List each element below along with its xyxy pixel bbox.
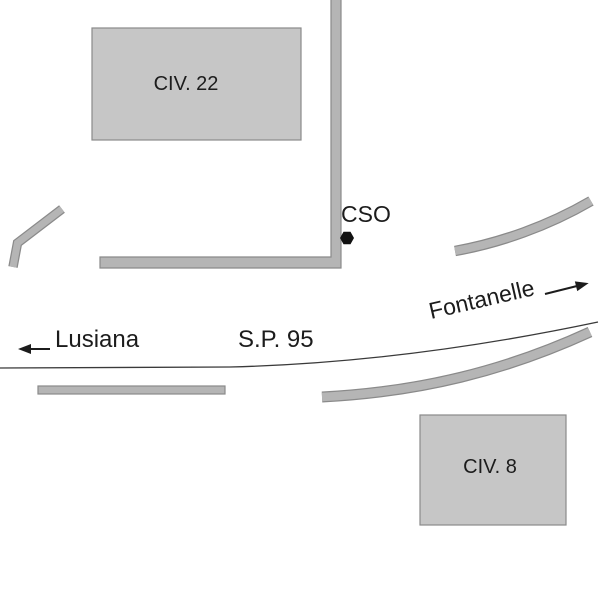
fontanelle-arrow-icon: [544, 281, 589, 295]
building-civ8: [419, 414, 567, 526]
road-curve-topright: [454, 196, 594, 257]
direction-lusiana-label: Lusiana: [55, 326, 140, 353]
cso-label: CSO: [341, 201, 391, 227]
road-segment-topleft-fill: [9, 206, 65, 268]
road-curve-topright-fill: [454, 197, 594, 255]
road-shoulder-right-outline: [321, 327, 593, 403]
road-shoulder-right-fill: [321, 328, 592, 402]
building-civ22-label: CIV. 22: [154, 73, 219, 95]
building-civ8-label: CIV. 8: [463, 456, 517, 478]
road-segment-topleft: [8, 205, 65, 268]
lusiana-arrow-icon: [18, 344, 50, 354]
fontanelle-arrow-head: [574, 281, 589, 292]
direction-fontanelle-label: Fontanelle: [426, 274, 537, 323]
cso-marker-icon: [340, 231, 354, 245]
fontanelle-arrow-shaft: [544, 285, 578, 295]
road-shoulder-right: [321, 327, 593, 403]
road-corner-segment: [99, 0, 342, 269]
road-shoulder-left: [37, 385, 226, 395]
road-centerline: [0, 321, 599, 369]
road-name-label: S.P. 95: [238, 326, 314, 353]
building-civ22: [91, 27, 302, 141]
lusiana-arrow-head: [18, 344, 31, 354]
